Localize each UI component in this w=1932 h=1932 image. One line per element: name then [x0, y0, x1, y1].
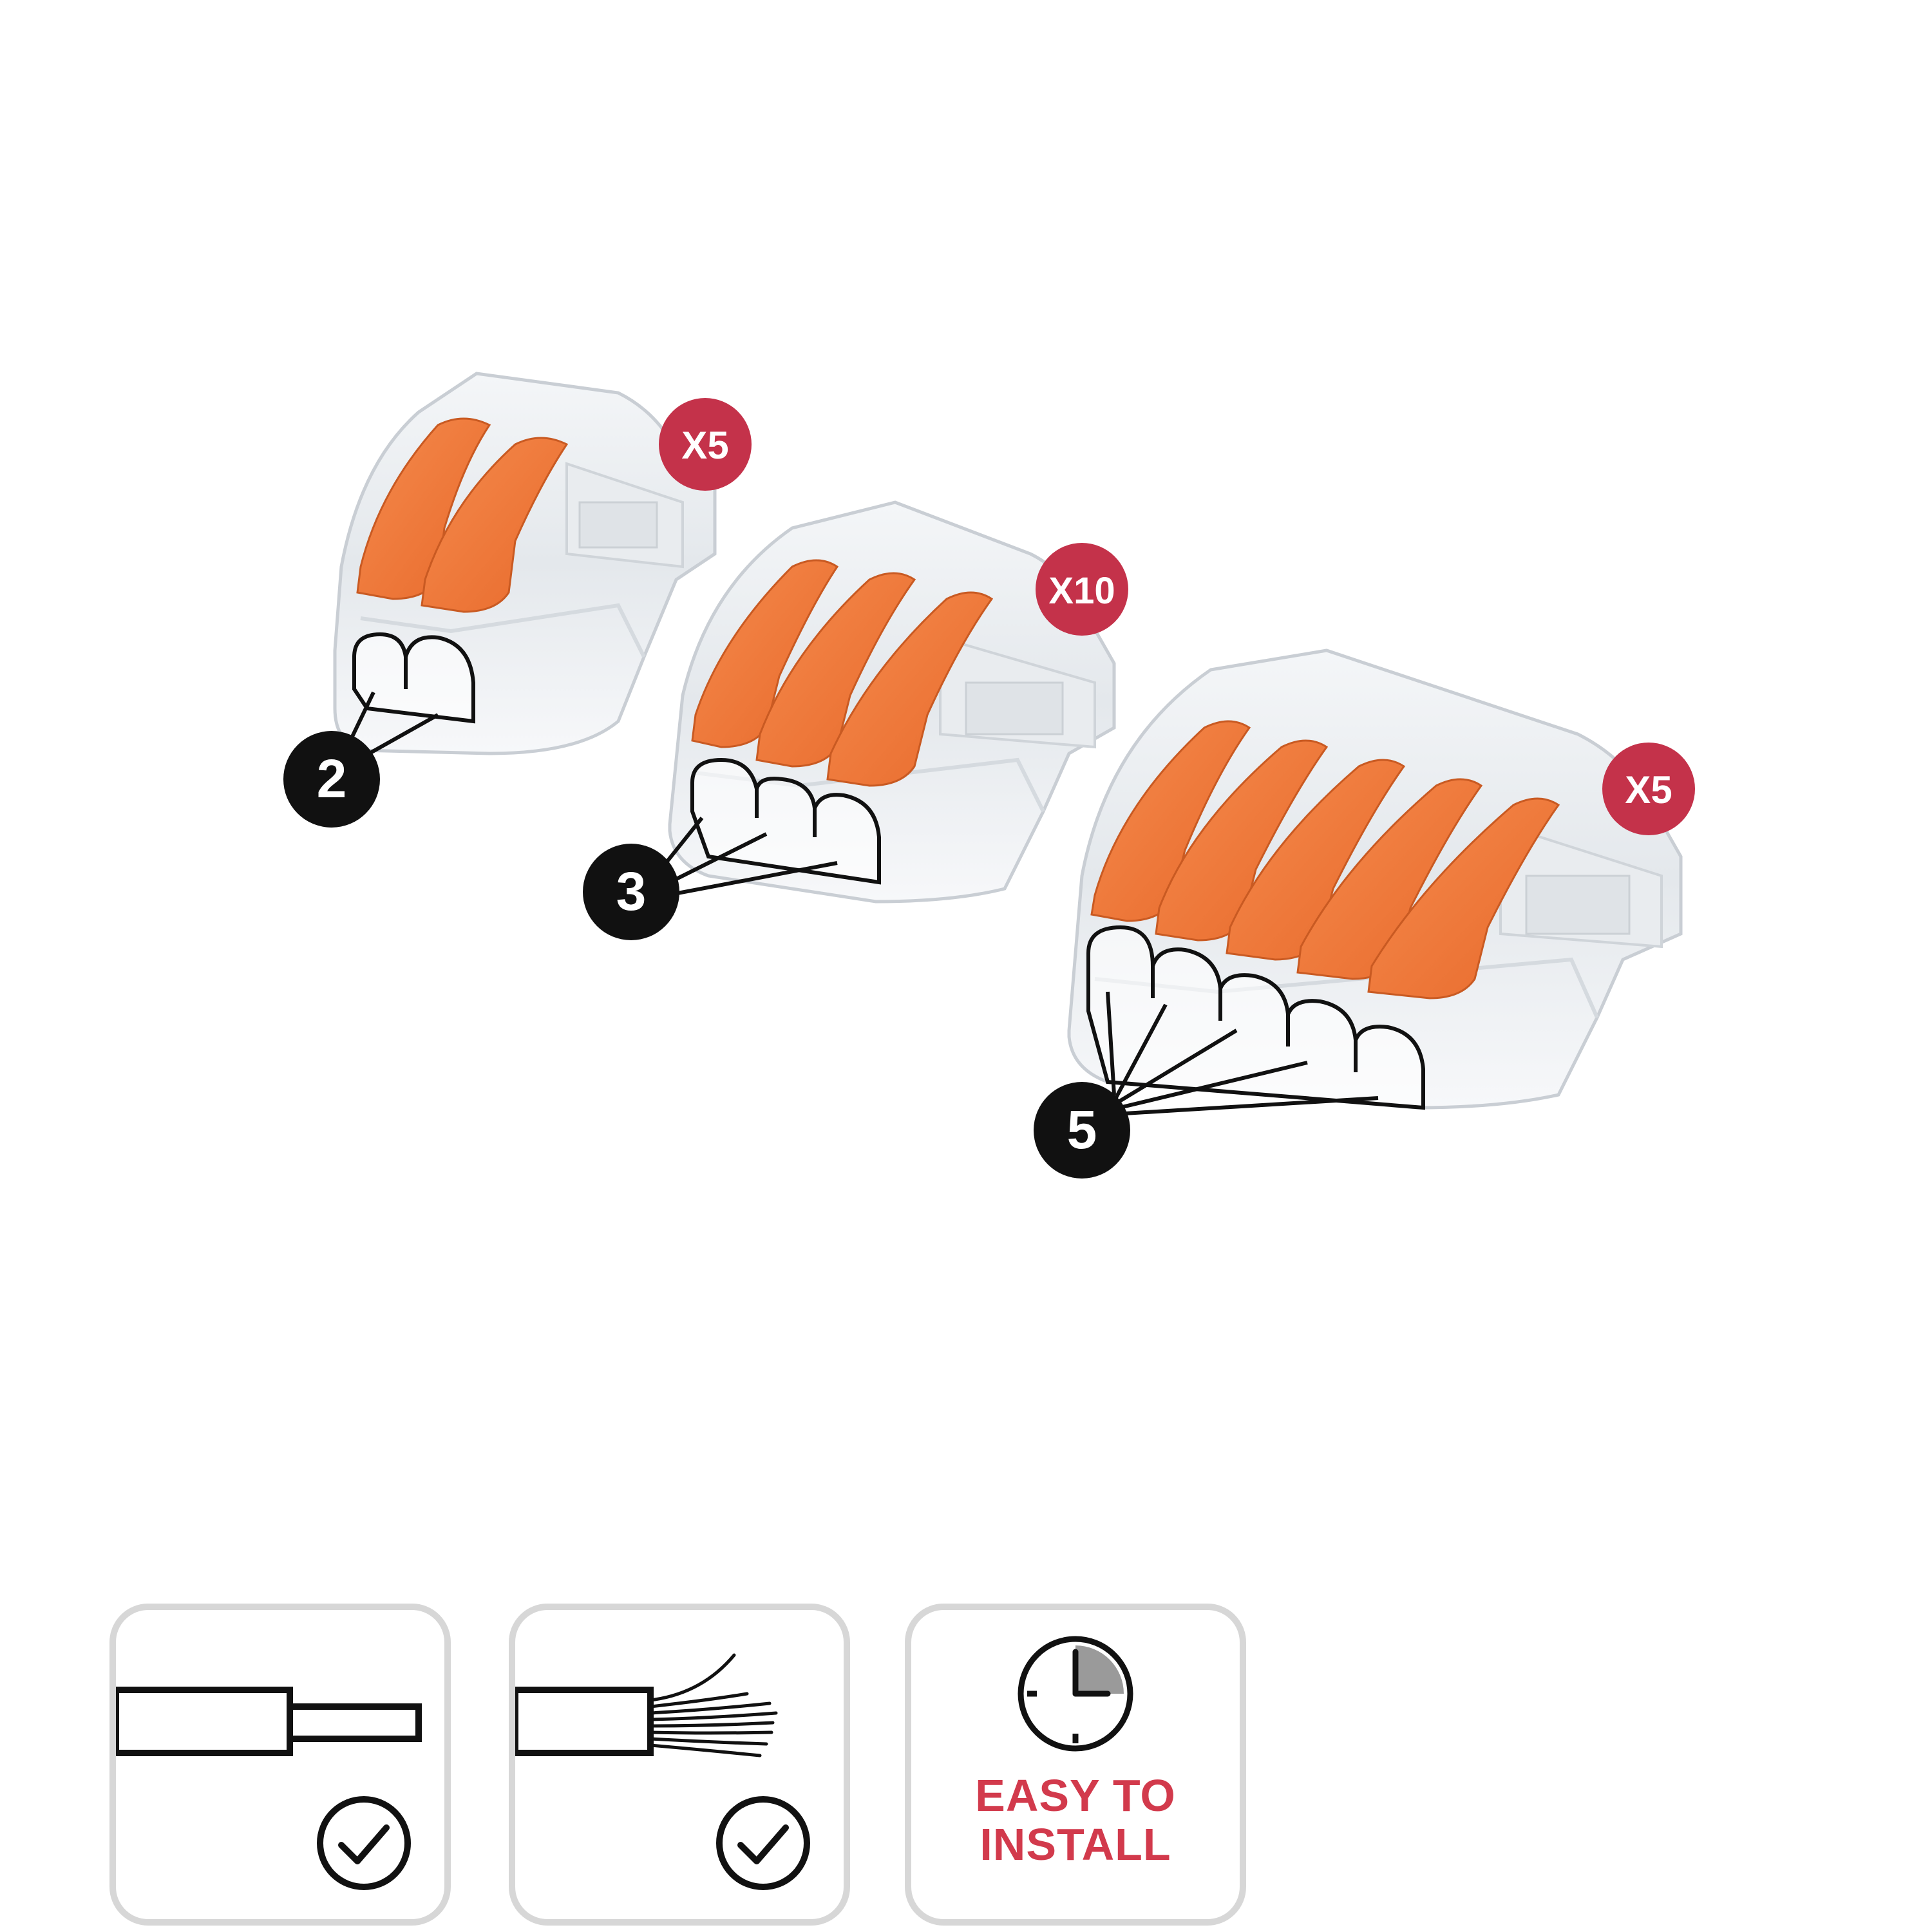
- solid-wire-card: [109, 1604, 451, 1926]
- lever: [421, 437, 569, 613]
- easy-install-line2: INSTALL: [980, 1819, 1171, 1870]
- quantity-badge: X5: [1602, 743, 1695, 835]
- check-circle-icon: [716, 1796, 810, 1890]
- port-count-callout: 3: [583, 844, 679, 940]
- connector-3-way: 3 X10: [583, 500, 1128, 940]
- port-count-callout: 2: [283, 731, 380, 828]
- connector-2-way: 2 X5: [283, 372, 752, 828]
- quantity-badge: X10: [1036, 543, 1128, 636]
- check-circle-icon: [317, 1796, 411, 1890]
- port-count-label: 3: [616, 861, 647, 922]
- wire-port-outline: [1086, 925, 1425, 1110]
- wire-port-outline: [690, 757, 881, 885]
- connector-5-way: 5 X5: [1034, 649, 1695, 1179]
- lever: [826, 591, 994, 787]
- stranded-wire-card: [509, 1604, 850, 1926]
- quantity-badge: X5: [659, 398, 752, 491]
- port-count-callout: 5: [1034, 1082, 1130, 1179]
- quantity-label: X5: [681, 424, 728, 467]
- quantity-label: X5: [1625, 768, 1672, 811]
- easy-install-line1: EASY TO: [975, 1770, 1176, 1821]
- wire-port-outline: [352, 632, 475, 724]
- port-count-label: 2: [317, 748, 347, 809]
- quantity-label: X10: [1048, 570, 1115, 612]
- stranded-wire-icon: [515, 1653, 810, 1890]
- solid-wire-icon: [116, 1687, 422, 1890]
- port-count-label: 5: [1067, 1099, 1097, 1160]
- lever: [1367, 797, 1560, 999]
- easy-install-card: EASY TO INSTALL: [905, 1604, 1246, 1926]
- clock-icon: [1018, 1636, 1133, 1752]
- lever: [691, 559, 839, 748]
- lever: [755, 572, 916, 768]
